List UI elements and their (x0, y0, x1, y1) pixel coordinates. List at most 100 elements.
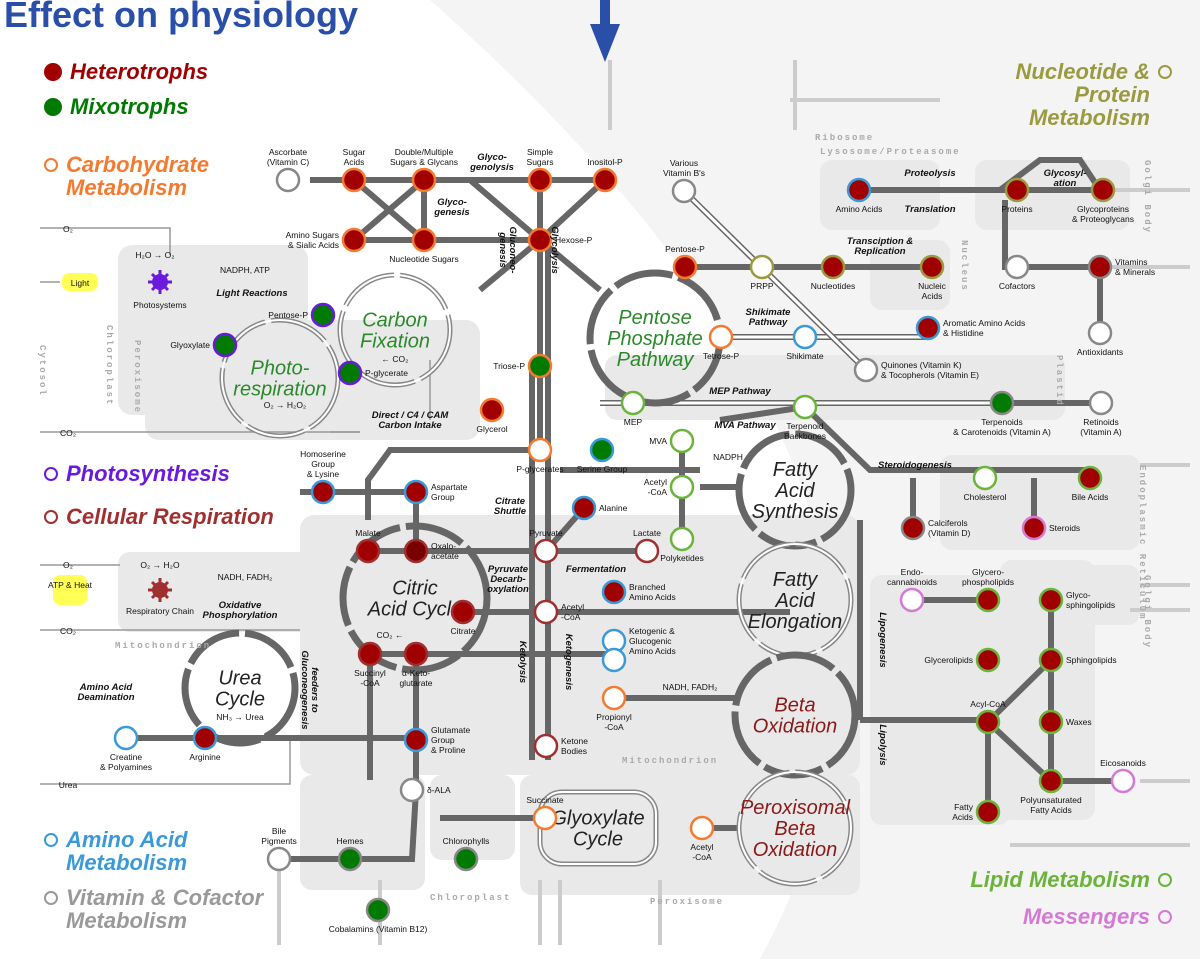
metabolite-node[interactable]: δ-ALA (399, 777, 451, 803)
metabolite-node[interactable]: Quinones (Vitamin K)& Tocopherols (Vitam… (853, 357, 979, 383)
metabolite-node[interactable]: Terpenoids& Carotenoids (Vitamin A) (953, 390, 1051, 437)
metabolite-marker[interactable] (532, 805, 558, 831)
metabolite-marker[interactable] (601, 685, 627, 711)
metabolite-marker[interactable] (820, 254, 846, 280)
metabolite-node[interactable]: Pyruvate (529, 528, 563, 564)
metabolite-marker[interactable] (310, 302, 336, 328)
metabolite-marker[interactable] (403, 538, 429, 564)
metabolite-node[interactable]: Inositol-P (587, 157, 623, 193)
metabolite-node[interactable]: MVA (649, 428, 695, 454)
metabolite-node[interactable]: Hexose-P (527, 227, 593, 253)
metabolite-marker[interactable] (708, 324, 734, 350)
metabolite-marker[interactable] (411, 227, 437, 253)
metabolite-marker[interactable] (403, 727, 429, 753)
metabolite-node[interactable]: Steroids (1021, 515, 1080, 541)
metabolite-marker[interactable] (533, 538, 559, 564)
metabolite-marker[interactable] (853, 357, 879, 383)
metabolite-node[interactable]: Glyoxylate (170, 332, 238, 358)
metabolite-node[interactable]: Chlorophylls (443, 836, 490, 872)
metabolite-marker[interactable] (669, 428, 695, 454)
metabolite-marker[interactable] (592, 167, 618, 193)
metabolite-node[interactable]: Nucleotide Sugars (389, 227, 459, 264)
metabolite-node[interactable]: Arginine (189, 725, 221, 762)
metabolite-node[interactable]: Glycerol (476, 397, 508, 434)
metabolite-node[interactable]: Cobalamins (Vitamin B12) (329, 897, 428, 934)
metabolite-marker[interactable] (1038, 647, 1064, 673)
metabolite-marker[interactable] (275, 167, 301, 193)
metabolite-node[interactable] (601, 647, 627, 673)
metabolite-marker[interactable] (792, 394, 818, 420)
metabolite-marker[interactable] (620, 390, 646, 416)
metabolite-marker[interactable] (337, 360, 363, 386)
metabolite-node[interactable]: Glyco-sphingolipids (1038, 587, 1115, 613)
metabolite-node[interactable]: PRPP (749, 254, 775, 291)
metabolite-marker[interactable] (672, 254, 698, 280)
metabolite-marker[interactable] (915, 315, 941, 341)
metabolite-node[interactable]: Oxalo-acetate (403, 538, 459, 564)
metabolite-marker[interactable] (357, 641, 383, 667)
metabolite-marker[interactable] (337, 846, 363, 872)
metabolite-node[interactable]: Acetyl-CoA (533, 599, 584, 625)
metabolite-node[interactable]: Amino Acids (836, 177, 883, 214)
metabolite-node[interactable]: Vitamins& Minerals (1087, 254, 1155, 280)
metabolite-marker[interactable] (1087, 254, 1113, 280)
metabolite-node[interactable]: Polyketides (660, 526, 704, 563)
metabolite-node[interactable]: Serine Group (577, 437, 628, 474)
metabolite-marker[interactable] (399, 777, 425, 803)
metabolite-marker[interactable] (846, 177, 872, 203)
metabolite-marker[interactable] (310, 479, 336, 505)
metabolite-marker[interactable] (1004, 254, 1030, 280)
metabolite-marker[interactable] (1088, 390, 1114, 416)
metabolite-marker[interactable] (533, 733, 559, 759)
metabolite-node[interactable]: Malate (355, 528, 381, 564)
metabolite-marker[interactable] (601, 579, 627, 605)
metabolite-marker[interactable] (975, 799, 1001, 825)
metabolite-node[interactable]: P-glycerate (337, 360, 408, 386)
metabolite-marker[interactable] (919, 254, 945, 280)
metabolite-marker[interactable] (411, 167, 437, 193)
metabolite-marker[interactable] (975, 709, 1001, 735)
metabolite-marker[interactable] (1004, 177, 1030, 203)
metabolite-node[interactable]: Triose-P (493, 353, 553, 379)
metabolite-node[interactable]: Citrate (450, 599, 476, 636)
metabolite-marker[interactable] (792, 324, 818, 350)
metabolite-marker[interactable] (669, 526, 695, 552)
metabolite-node[interactable]: Glycerolipids (924, 647, 1001, 673)
metabolite-node[interactable]: Pentose-P (268, 302, 336, 328)
metabolite-marker[interactable] (571, 495, 597, 521)
metabolite-marker[interactable] (975, 647, 1001, 673)
metabolite-node[interactable]: Acetyl-CoA (644, 474, 695, 500)
metabolite-node[interactable]: Nucleotides (811, 254, 855, 291)
metabolite-node[interactable]: Waxes (1038, 709, 1092, 735)
metabolite-marker[interactable] (972, 465, 998, 491)
metabolite-node[interactable]: Hemes (337, 836, 364, 872)
metabolite-marker[interactable] (403, 479, 429, 505)
metabolite-marker[interactable] (601, 647, 627, 673)
metabolite-node[interactable]: Aromatic Amino Acids& Histidine (915, 315, 1025, 341)
metabolite-marker[interactable] (671, 178, 697, 204)
metabolite-marker[interactable] (341, 167, 367, 193)
metabolite-marker[interactable] (453, 846, 479, 872)
metabolite-node[interactable]: P-glycerates (516, 437, 564, 474)
metabolite-marker[interactable] (989, 390, 1015, 416)
metabolite-marker[interactable] (479, 397, 505, 423)
metabolite-marker[interactable] (113, 725, 139, 751)
metabolite-marker[interactable] (669, 474, 695, 500)
metabolite-marker[interactable] (527, 167, 553, 193)
metabolite-marker[interactable] (1021, 515, 1047, 541)
metabolite-marker[interactable] (689, 815, 715, 841)
metabolite-node[interactable]: Bile Acids (1072, 465, 1109, 502)
metabolite-marker[interactable] (1110, 768, 1136, 794)
metabolite-node[interactable]: Eicosanoids (1100, 758, 1146, 794)
metabolite-marker[interactable] (634, 538, 660, 564)
metabolite-marker[interactable] (1090, 177, 1116, 203)
metabolite-marker[interactable] (212, 332, 238, 358)
